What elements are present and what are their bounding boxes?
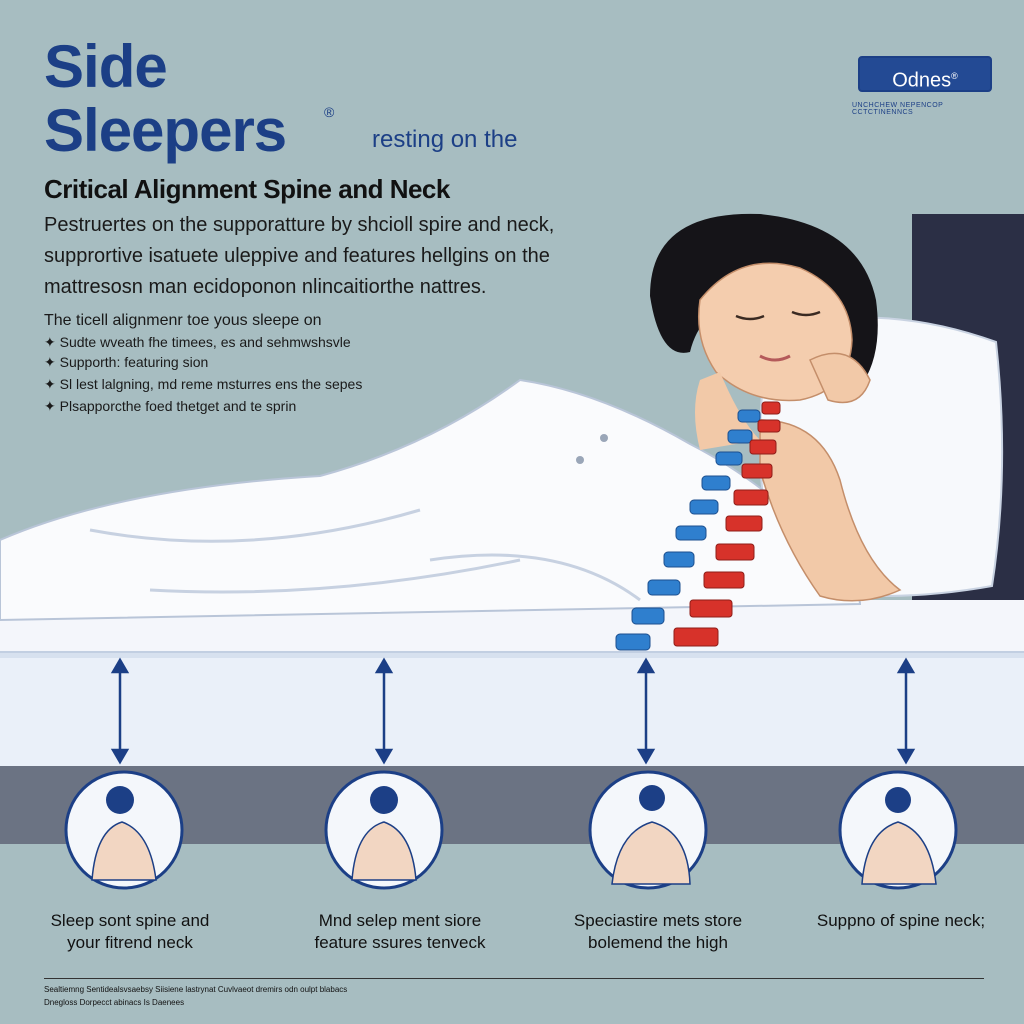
brand-subtitle: UNCHCHEW NEPENCOP CCTCTINENNCS [852,102,944,116]
footer-line: Sealtiemng Sentidealsvsaebsy Siisiene la… [44,985,348,994]
intro-line: mattresosn man ecidoponon nlincaitiorthe… [44,276,487,298]
bullet-item: ✦ Sl lest lalgning, md reme msturres ens… [44,376,363,392]
figure-circle-3 [588,770,708,890]
bullet-item: ✦ Sudte wveath fhe timees, es and sehmws… [44,334,351,350]
bullet-item: ✦ Supporth: featuring sion [44,354,209,370]
title-line-2: Sleepers [44,97,287,164]
subheading: Critical Alignment Spine and Neck [44,174,450,204]
brand-logo: Odnes® [858,56,992,92]
footer-divider [44,978,984,979]
title-line-1: Side [44,33,168,100]
bullets-heading: The ticell alignmenr toe yous sleepe on [44,312,322,329]
spine-blue [615,409,761,651]
brand-mark: ® [951,71,958,81]
figure-circle-1 [64,770,184,890]
support-arrows [110,657,916,765]
footer-line: Dnegloss Dorpecct abinacs Is Daenees [44,998,185,1007]
registered-mark: ® [324,104,335,120]
arm [759,419,902,602]
figure-circle-2 [324,770,444,890]
intro-line: Pestruertes on the supporatture by shcio… [44,214,555,236]
spine-red [673,401,781,647]
caption-4: Suppno of spine neck; [816,911,986,930]
brand-name: Odnes [892,69,952,92]
intro-line: supprortive isatuete uleppive and featur… [44,245,550,267]
figure-circle-4 [838,770,958,890]
bullet-item: ✦ Plsapporcthe foed thetget and te sprin [44,398,297,414]
mattress [0,648,1024,766]
tagline: resting on the [372,126,518,153]
